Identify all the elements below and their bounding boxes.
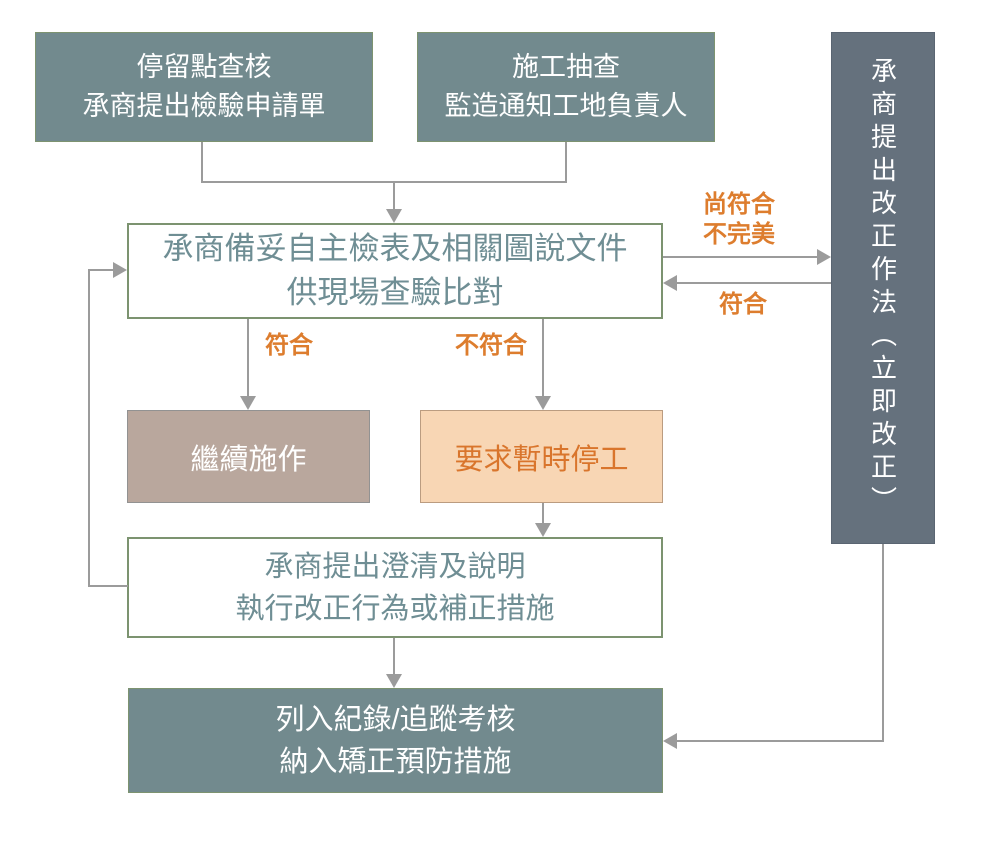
node-hold-point-check: 停留點查核 承商提出檢驗申請單 <box>35 32 373 142</box>
node-spot-check-line2: 監造通知工地負責人 <box>444 91 688 121</box>
connector-spotcheck-down <box>565 142 567 183</box>
arrowhead-into-main-icon <box>386 209 402 223</box>
arrowhead-into-stop-icon <box>535 396 551 410</box>
node-corrective-action-text: 承商提出改正作法（立即改正） <box>867 57 898 519</box>
label-partial-pass: 尚符合 不完美 <box>703 190 775 250</box>
arrowhead-back-into-main-icon <box>663 275 677 291</box>
connector-clarify-to-record <box>393 638 395 675</box>
connector-feedback-top <box>88 269 114 271</box>
node-continue-work: 繼續施作 <box>127 410 370 503</box>
node-record-line1: 列入紀錄/追蹤考核 <box>275 703 516 736</box>
node-hold-point-line1: 停留點查核 <box>136 52 272 82</box>
connector-main-to-stop <box>542 319 544 397</box>
node-spot-check-line1: 施工抽查 <box>512 52 620 82</box>
label-partial-pass-line1: 尚符合 <box>703 191 775 218</box>
arrowhead-feedback-into-main-icon <box>113 262 127 278</box>
arrowhead-into-clarify-icon <box>535 523 551 537</box>
node-clarify: 承商提出澄清及說明 執行改正行為或補正措施 <box>127 537 663 638</box>
connector-main-to-continue <box>247 319 249 397</box>
node-corrective-action: 承商提出改正作法（立即改正） <box>831 32 935 544</box>
node-hold-point-line2: 承商提出檢驗申請單 <box>82 91 326 121</box>
connector-corrective-to-main <box>677 282 831 284</box>
node-record-line2: 納入矯正預防措施 <box>279 745 512 778</box>
connector-feedback-bottom <box>88 585 128 587</box>
node-stop-work: 要求暫時停工 <box>420 410 663 503</box>
node-clarify-line2: 執行改正行為或補正措施 <box>235 592 555 625</box>
connector-holdpoint-down <box>201 142 203 183</box>
arrowhead-into-continue-icon <box>240 396 256 410</box>
node-clarify-line1: 承商提出澄清及說明 <box>264 550 526 583</box>
node-main-check-line1: 承商備妥自主檢表及相關圖說文件 <box>162 231 628 266</box>
node-record: 列入紀錄/追蹤考核 納入矯正預防措施 <box>128 688 663 793</box>
node-stop-work-text: 要求暫時停工 <box>454 443 629 476</box>
connector-corrective-to-record <box>677 740 884 742</box>
node-main-check: 承商備妥自主檢表及相關圖說文件 供現場查驗比對 <box>127 223 663 319</box>
arrowhead-into-record-right-icon <box>663 733 677 749</box>
connector-merge-to-main <box>393 181 395 211</box>
connector-corrective-down <box>882 544 884 742</box>
connector-main-to-corrective <box>663 256 818 258</box>
connector-merge-horizontal <box>201 181 567 183</box>
label-pass-left: 符合 <box>265 332 313 359</box>
node-main-check-line2: 供現場查驗比對 <box>286 275 504 310</box>
label-fail: 不符合 <box>455 332 527 359</box>
label-partial-pass-line2: 不完美 <box>703 221 775 248</box>
arrowhead-into-record-icon <box>386 674 402 688</box>
connector-feedback-vertical <box>88 269 90 587</box>
arrowhead-into-corrective-icon <box>817 249 831 265</box>
label-pass-right: 符合 <box>719 291 767 318</box>
connector-stop-to-clarify <box>542 503 544 524</box>
node-spot-check: 施工抽查 監造通知工地負責人 <box>417 32 715 142</box>
node-continue-work-text: 繼續施作 <box>190 443 307 476</box>
